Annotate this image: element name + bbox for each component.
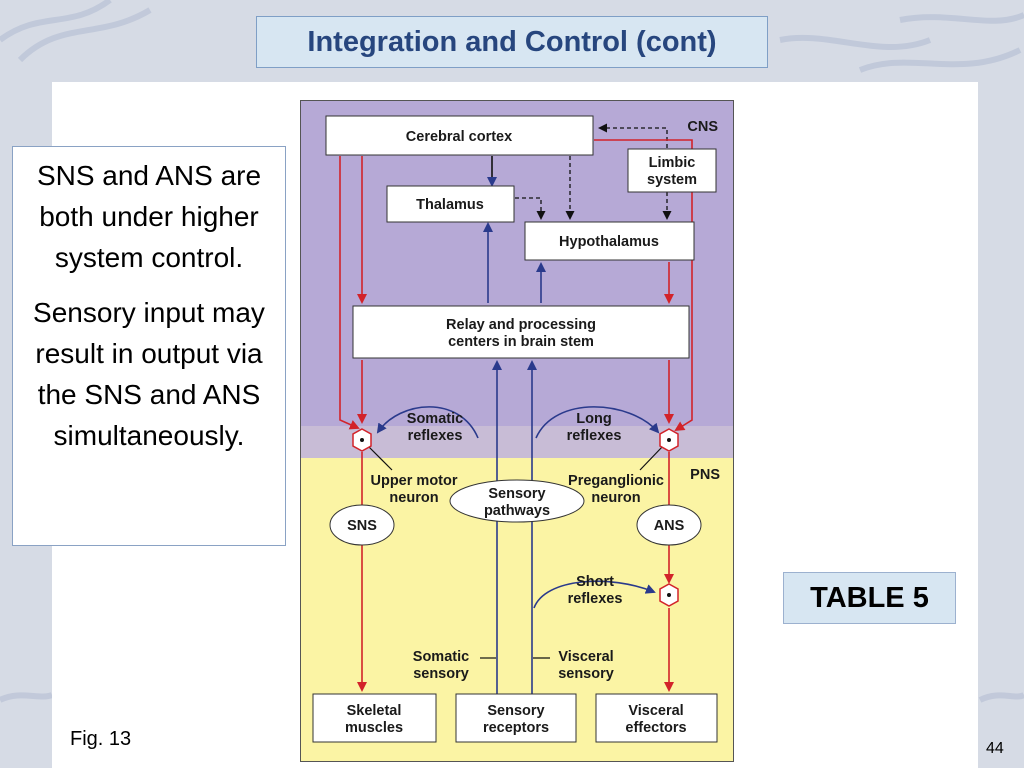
node-sensory-pathways	[449, 479, 585, 523]
cns-label: CNS	[687, 119, 718, 135]
note-box: SNS and ANS are both under higher system…	[12, 146, 286, 546]
slide-title: Integration and Control (cont)	[307, 25, 717, 58]
note-paragraph-2: Sensory input may result in output via t…	[33, 297, 265, 451]
node-sensory-pathways-label-2: pathways	[484, 503, 550, 519]
visceral-sensory-label-2: sensory	[558, 666, 614, 682]
node-relay-label-1: Relay and processing	[446, 317, 596, 333]
short-reflexes-label-1: Short	[576, 574, 614, 590]
node-cerebral-cortex-label: Cerebral cortex	[406, 129, 512, 145]
node-relay-centers	[352, 305, 690, 359]
somatic-sensory-label-1: Somatic	[413, 649, 469, 665]
node-visceral-effectors	[595, 693, 718, 743]
node-receptors-label-2: receptors	[483, 720, 549, 736]
preganglionic-label-1: Preganglionic	[568, 473, 664, 489]
long-reflexes-label-2: reflexes	[567, 428, 622, 444]
node-ans-label: ANS	[654, 518, 685, 534]
somatic-reflexes-label-1: Somatic	[407, 411, 463, 427]
node-hypothalamus-label: Hypothalamus	[559, 234, 659, 250]
node-ans	[636, 504, 702, 546]
node-hypothalamus	[524, 221, 695, 261]
short-reflexes-label-2: reflexes	[568, 591, 623, 607]
node-thalamus-label: Thalamus	[416, 197, 484, 213]
somatic-reflexes-label-2: reflexes	[408, 428, 463, 444]
visceral-sensory-label-1: Visceral	[558, 649, 613, 665]
node-limbic-system	[627, 148, 717, 193]
node-sns	[329, 504, 395, 546]
slide-number: 44	[986, 740, 1004, 757]
figure-caption: Fig. 13	[70, 728, 132, 750]
node-sns-label: SNS	[347, 518, 377, 534]
table-label-box: TABLE 5	[783, 572, 956, 624]
upper-motor-label-2: neuron	[389, 490, 438, 506]
node-visceral-effectors-label-2: effectors	[625, 720, 686, 736]
node-skeletal-label-1: Skeletal	[347, 703, 402, 719]
upper-motor-neuron-dot	[360, 438, 364, 442]
node-thalamus	[386, 185, 515, 223]
pns-label: PNS	[690, 467, 720, 483]
table-label: TABLE 5	[810, 581, 929, 614]
node-sensory-receptors	[455, 693, 577, 743]
preganglionic-label-2: neuron	[591, 490, 640, 506]
node-skeletal-muscles	[312, 693, 437, 743]
long-reflexes-label-1: Long	[576, 411, 611, 427]
ganglionic-neuron-dot	[667, 593, 671, 597]
node-sensory-pathways-label-1: Sensory	[488, 486, 545, 502]
node-receptors-label-1: Sensory	[487, 703, 544, 719]
node-skeletal-label-2: muscles	[345, 720, 403, 736]
node-limbic-label-1: Limbic	[649, 155, 696, 171]
node-limbic-label-2: system	[647, 172, 697, 188]
upper-motor-label-1: Upper motor	[371, 473, 458, 489]
note-paragraph-1: SNS and ANS are both under higher system…	[36, 160, 262, 273]
nervous-system-diagram: CNS PNS Cerebr	[300, 100, 734, 762]
node-relay-label-2: centers in brain stem	[448, 334, 594, 350]
node-cerebral-cortex	[325, 115, 594, 156]
preganglionic-neuron-dot	[667, 438, 671, 442]
diagram-frame	[300, 100, 734, 762]
title-box: Integration and Control (cont)	[256, 16, 768, 68]
somatic-sensory-label-2: sensory	[413, 666, 469, 682]
node-visceral-effectors-label-1: Visceral	[628, 703, 683, 719]
